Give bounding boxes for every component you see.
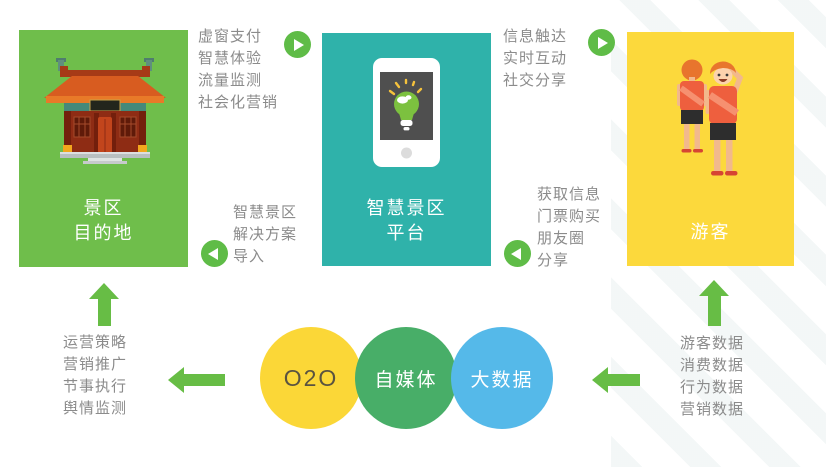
- label-line: 营销推广: [63, 356, 128, 373]
- label-line: 运营策略: [63, 334, 128, 351]
- play-left-icon: [504, 240, 531, 267]
- label-line: 营销数据: [680, 401, 745, 418]
- tourists-box: 游客: [627, 32, 794, 266]
- label-line: 导入: [233, 248, 266, 265]
- tourists-label-line: 游客: [690, 222, 731, 242]
- platform-label-line: 智慧景区: [366, 198, 447, 218]
- arrow-stem: [608, 374, 640, 386]
- hub-circle-o2o: O2O: [260, 327, 362, 429]
- label-data-to-tourists: 游客数据 消费数据 行为数据 营销数据: [680, 333, 744, 421]
- destination-label: 景区 目的地: [19, 196, 188, 246]
- temple-icon: [44, 58, 166, 164]
- play-right-icon: [284, 31, 311, 58]
- label-line: 游客数据: [680, 335, 745, 352]
- tourists-icon: [677, 59, 744, 176]
- hub-circle-label: 大数据: [470, 369, 534, 391]
- label-line: 社交分享: [503, 72, 568, 89]
- arrow-stem: [707, 296, 721, 326]
- arrow-head: [89, 283, 119, 299]
- destination-box: 景区 目的地: [19, 30, 188, 267]
- label-line: 智慧景区: [233, 204, 298, 221]
- label-line: 智慧体验: [198, 50, 263, 67]
- label-line: 流量监测: [198, 72, 263, 89]
- label-platform-to-destination: 智慧景区 解决方案 导入: [233, 202, 297, 268]
- triangle-left: [208, 247, 218, 260]
- hub-circle-label: 自媒体: [374, 369, 438, 391]
- triangle-right: [294, 38, 304, 51]
- platform-label-line: 平台: [386, 223, 427, 243]
- triangle-left: [511, 247, 521, 260]
- label-line: 分享: [537, 252, 570, 269]
- play-right-icon: [588, 29, 615, 56]
- hub-circle-big-data: 大数据: [451, 327, 553, 429]
- left-arrow-icon: [168, 367, 225, 393]
- label-line: 信息触达: [503, 28, 568, 45]
- label-platform-to-tourists: 信息触达 实时互动 社交分享: [503, 26, 567, 92]
- label-tourists-to-platform: 获取信息 门票购买 朋友圈 分享: [537, 184, 601, 272]
- label-line: 行为数据: [680, 379, 745, 396]
- triangle-right: [598, 36, 608, 49]
- up-arrow-icon: [699, 280, 729, 326]
- tourists-label: 游客: [627, 220, 794, 245]
- label-line: 舆情监测: [63, 400, 128, 417]
- play-left-icon: [201, 240, 228, 267]
- left-arrow-icon: [592, 367, 640, 393]
- hub-circle-we-media: 自媒体: [355, 327, 457, 429]
- arrow-stem: [184, 374, 225, 386]
- label-line: 虚窗支付: [198, 28, 263, 45]
- label-line: 解决方案: [233, 226, 298, 243]
- label-destination-to-platform: 虚窗支付 智慧体验 流量监测 社会化营销: [198, 26, 278, 114]
- label-line: 获取信息: [537, 186, 602, 203]
- destination-label-line: 景区: [83, 198, 124, 218]
- arrow-head: [699, 280, 729, 296]
- up-arrow-icon: [89, 283, 119, 326]
- label-line: 节事执行: [63, 378, 128, 395]
- label-line: 朋友圈: [537, 230, 586, 247]
- label-line: 实时互动: [503, 50, 568, 67]
- platform-label: 智慧景区 平台: [322, 196, 491, 246]
- sparkle-rays-icon: [388, 78, 423, 96]
- hub-circle-label: O2O: [283, 364, 339, 391]
- label-line: 门票购买: [537, 208, 602, 225]
- destination-label-line: 目的地: [73, 223, 134, 243]
- label-line: 社会化营销: [198, 94, 279, 111]
- label-line: 消费数据: [680, 357, 745, 374]
- smartphone-lightbulb-icon: [373, 58, 440, 167]
- platform-box: 智慧景区 平台: [322, 33, 491, 266]
- arrow-head: [592, 367, 608, 393]
- label-ops-to-destination: 运营策略 营销推广 节事执行 舆情监测: [63, 332, 127, 420]
- arrow-stem: [97, 299, 111, 326]
- arrow-head: [168, 367, 184, 393]
